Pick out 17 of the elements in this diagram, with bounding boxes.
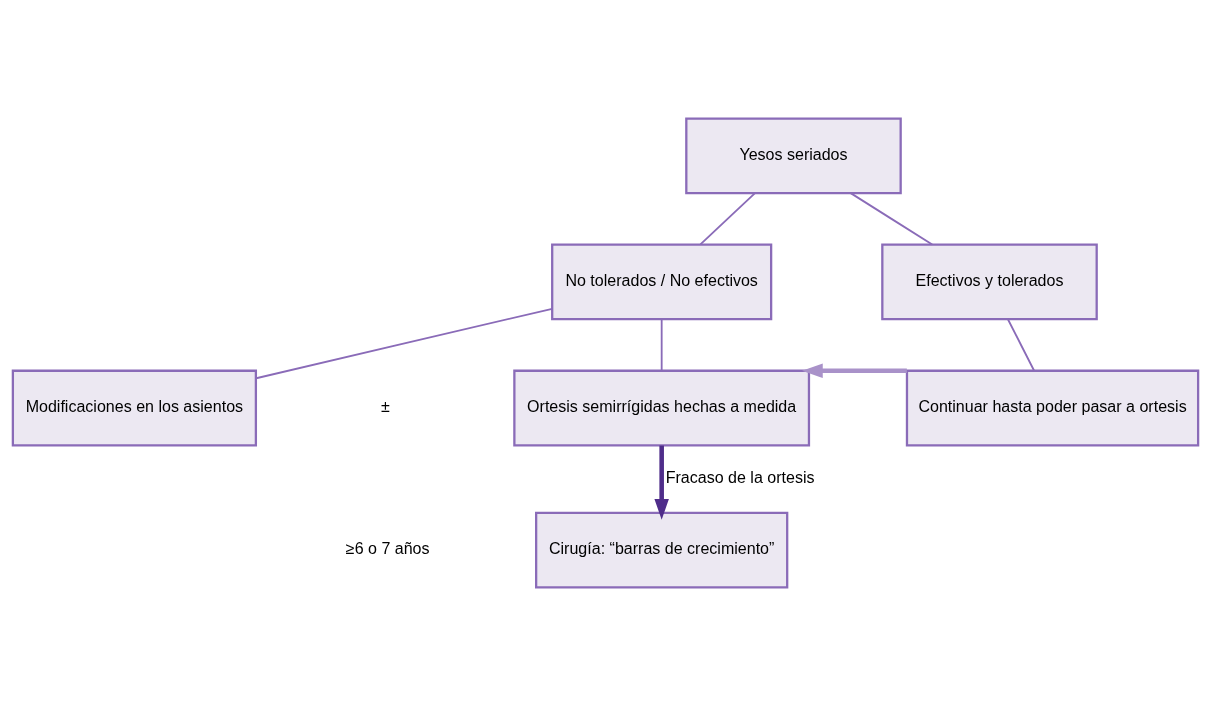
node-box: Cirugía: “barras de crecimiento” [535,511,789,589]
arrow [654,445,669,520]
edge-label: Fracaso de la ortesis [665,468,815,487]
label: ≥6 o 7 años [345,539,430,558]
node-box: Efectivos y tolerados [881,243,1098,321]
node-box: Ortesis semirrígidas hechas a medida [513,369,811,447]
connector [255,307,553,380]
node-box: No tolerados / No efectivos [551,243,773,321]
connector [660,318,663,372]
node-box: Continuar hasta poder pasar a ortesis [905,369,1200,447]
arrow [802,363,907,378]
node-box: Yesos seriados [685,117,902,195]
node-box: Modificaciones en los asientos [11,369,258,447]
connector [1007,318,1035,372]
label: ± [381,397,390,416]
connector [699,192,756,246]
connector [849,192,934,246]
